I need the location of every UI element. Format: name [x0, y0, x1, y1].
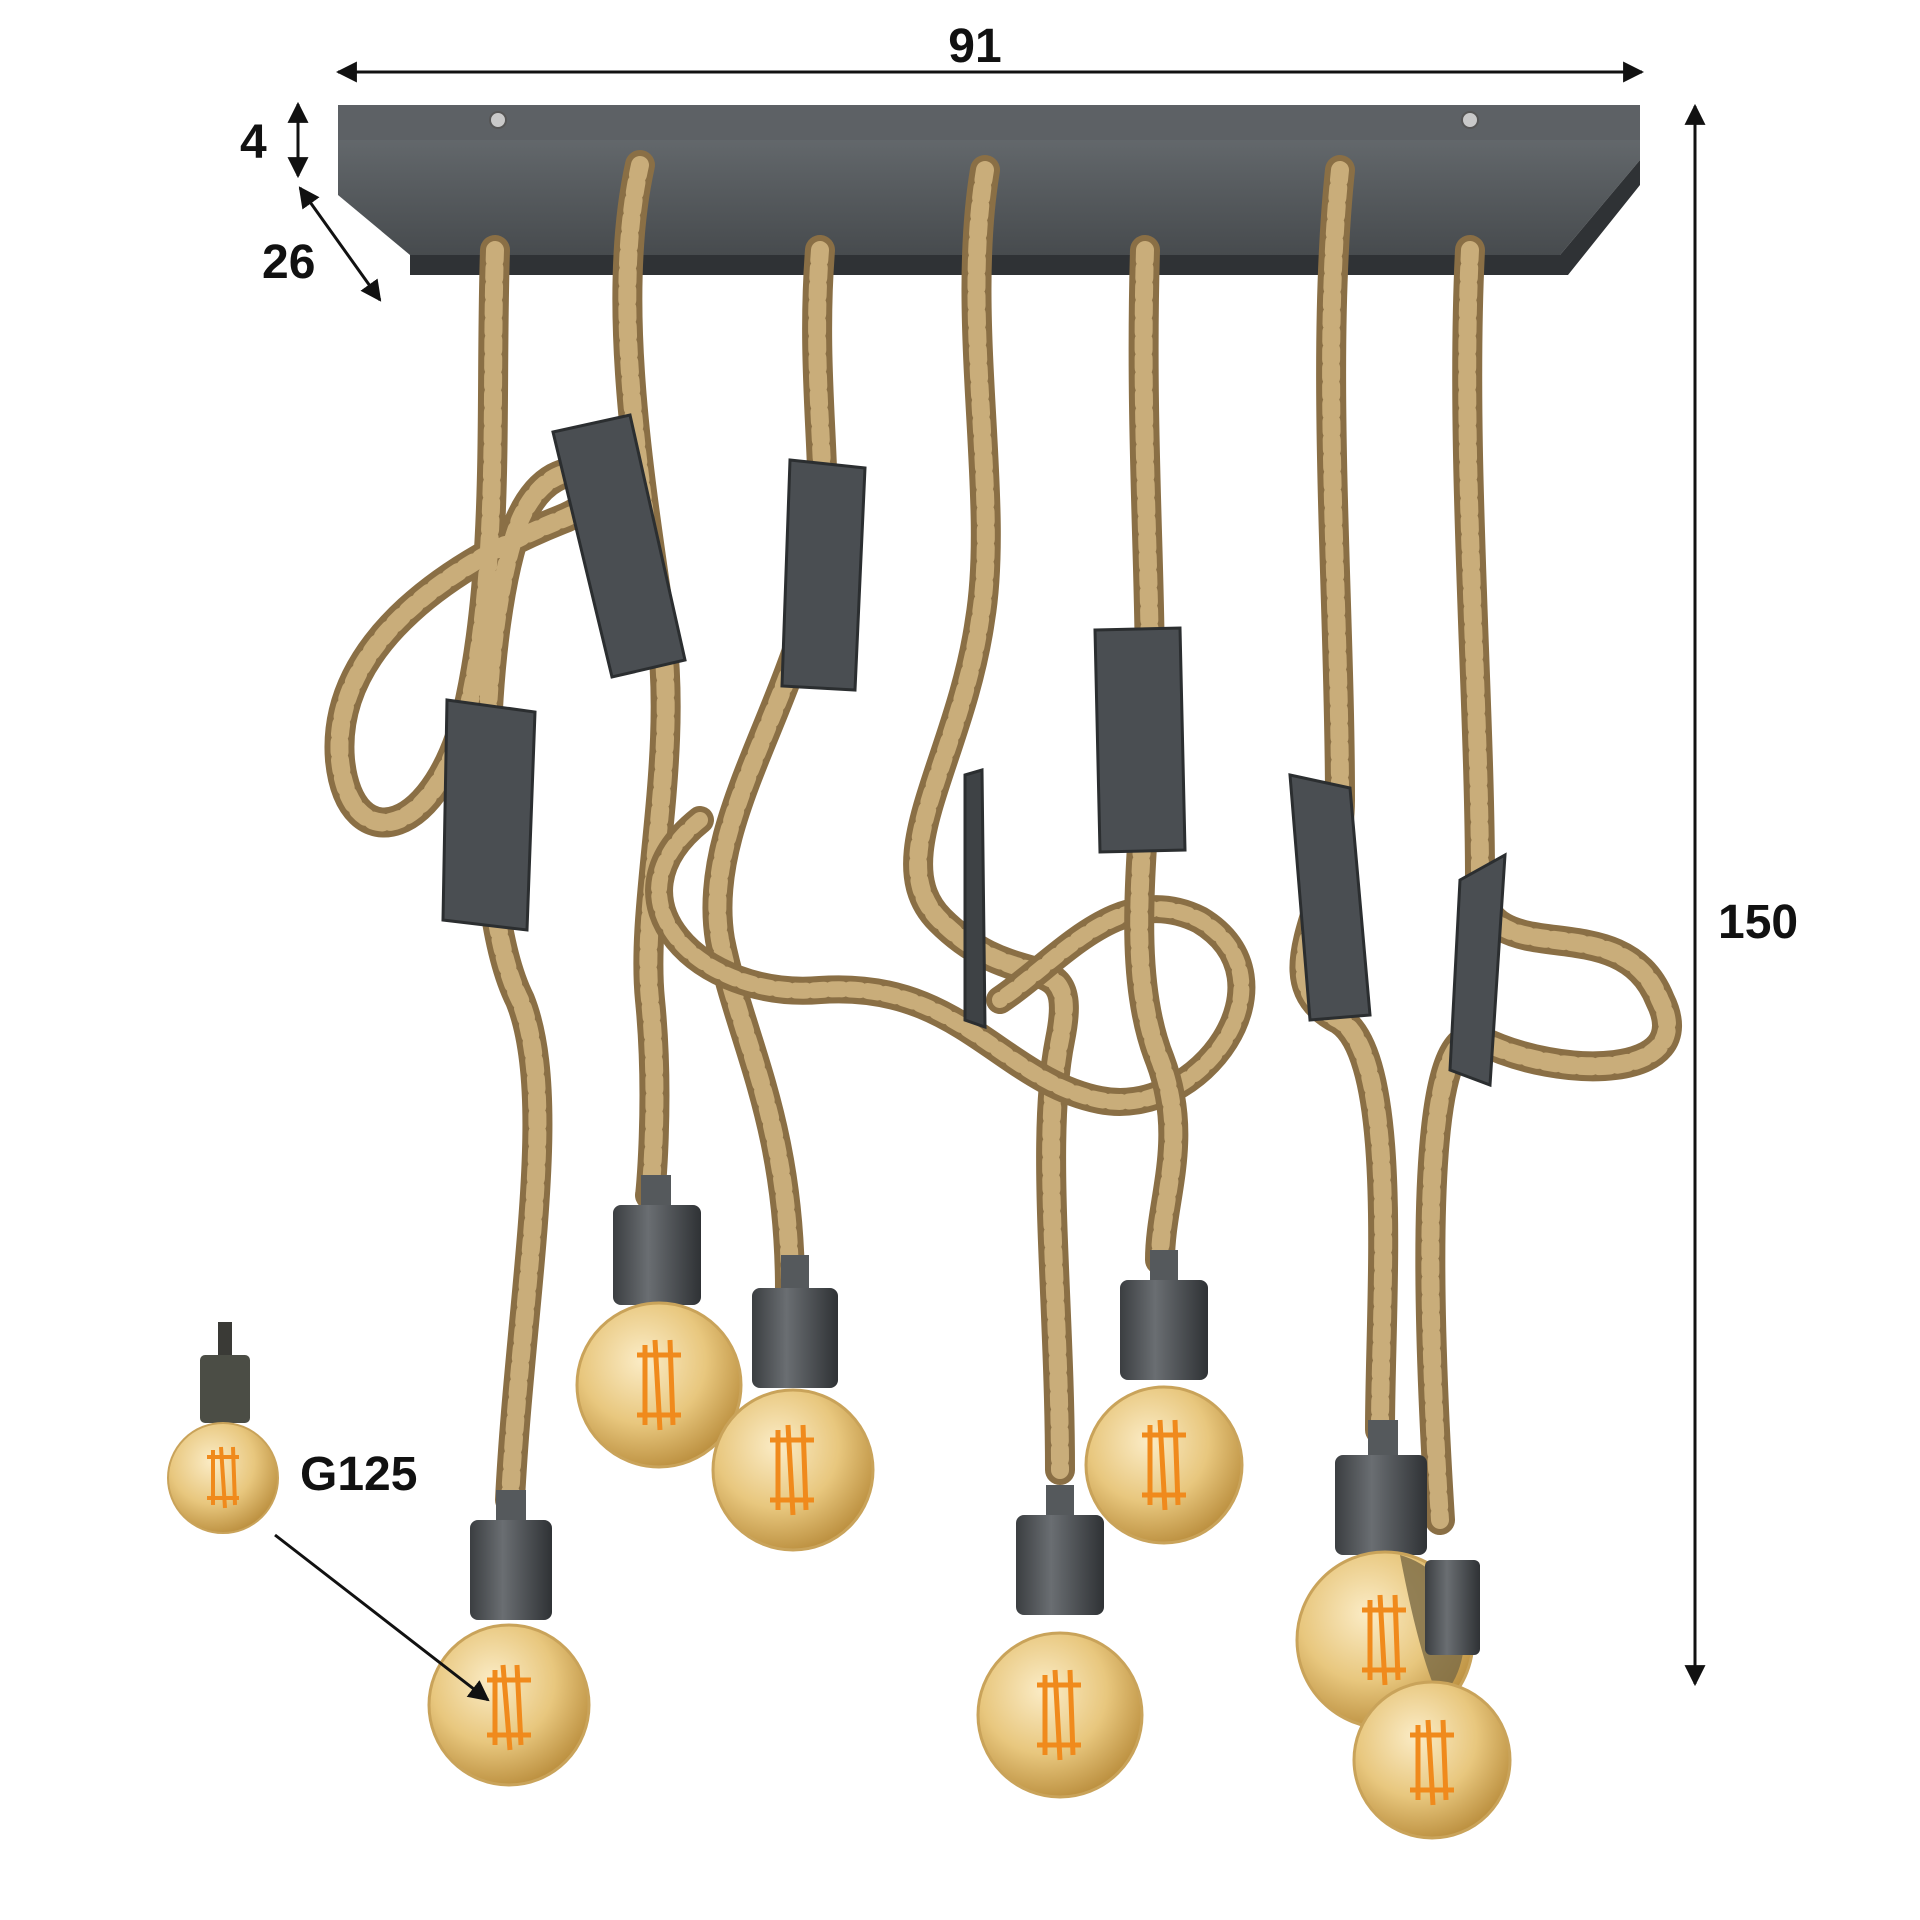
rope-clamp-plates	[441, 413, 1507, 1088]
clamp-plate	[963, 768, 987, 1030]
bulb-type-label: G125	[300, 1448, 417, 1501]
lamp-socket	[470, 1520, 552, 1620]
depth-dimension-label: 26	[262, 236, 315, 289]
light-bulb	[427, 1623, 591, 1787]
inset-socket	[200, 1355, 250, 1423]
lamp-socket	[1150, 1250, 1178, 1285]
canopy-screw	[1461, 111, 1479, 129]
bulb-filament	[487, 1664, 531, 1751]
pendant-lamp	[575, 1175, 743, 1469]
lamp-socket	[1016, 1515, 1104, 1615]
bulb-filament	[1410, 1719, 1454, 1806]
lamp-socket	[781, 1255, 809, 1290]
height-dimension-label: 4	[240, 116, 267, 169]
clamp-plate	[1288, 773, 1372, 1022]
clamp-plate	[780, 458, 867, 692]
clamp-plate	[1093, 626, 1187, 854]
lamp-socket	[641, 1175, 671, 1210]
dimension-annotations: 91 4 26 150	[240, 20, 1798, 1687]
bulb-type-inset: G125	[167, 1322, 490, 1702]
rope	[909, 161, 1073, 1479]
clamp-plate	[441, 698, 537, 932]
bulb-filament	[1037, 1669, 1081, 1761]
clamp-plate	[551, 413, 687, 679]
pendant-lamps	[427, 1175, 1512, 1840]
clamp-plate	[1448, 852, 1507, 1088]
rope	[1421, 241, 1676, 1529]
rope-group	[324, 150, 1682, 1535]
lamp-socket	[1425, 1560, 1480, 1655]
depth-dimension-arrow-icon	[298, 186, 382, 302]
bulb-filament	[1362, 1594, 1406, 1686]
inset-cord	[218, 1322, 232, 1362]
lamp-socket	[1368, 1420, 1398, 1460]
lamp-socket	[1120, 1280, 1208, 1380]
inset-filament	[207, 1446, 239, 1509]
pendant-lamp	[1352, 1560, 1512, 1840]
lamp-socket	[752, 1288, 838, 1388]
pendant-lamp	[976, 1485, 1144, 1799]
rope	[618, 156, 675, 1205]
bulb-filament	[637, 1339, 681, 1431]
rope	[330, 241, 604, 1509]
lamp-socket	[613, 1205, 701, 1305]
rope	[903, 155, 1079, 1485]
pendant-lamp	[711, 1255, 875, 1552]
canopy-screw	[489, 111, 507, 129]
pendant-lamp	[427, 1490, 591, 1787]
pendant-lamp	[1084, 1250, 1244, 1545]
width-dimension-label: 91	[948, 20, 1001, 73]
bulb-filament	[770, 1424, 814, 1516]
pointer-arrow-icon	[274, 1533, 490, 1702]
lamp-socket	[1046, 1485, 1074, 1520]
drop-dimension-label: 150	[1718, 896, 1798, 949]
lamp-socket	[496, 1490, 526, 1525]
bulb-filament	[1142, 1419, 1186, 1511]
lamp-socket	[1335, 1455, 1427, 1555]
rope	[708, 241, 832, 1299]
